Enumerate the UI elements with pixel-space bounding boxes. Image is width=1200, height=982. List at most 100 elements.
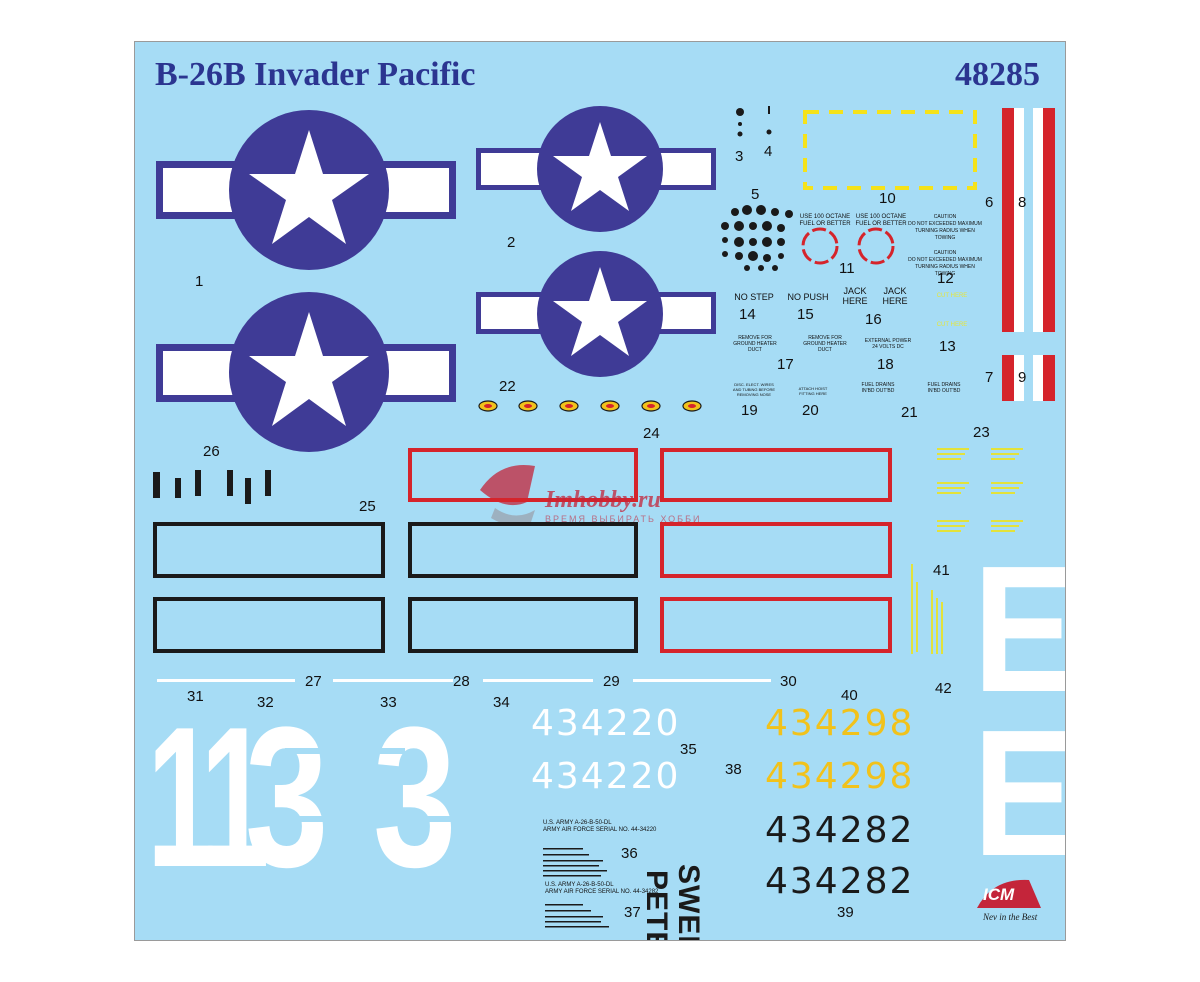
item-number-27: 27 [305,673,322,690]
stencil-disc-elect: DISC. ELECT. WIRES AND TUBING BEFORE REM… [732,382,776,397]
stencil-no-push: NO PUSH [787,292,829,302]
item-number-23: 23 [973,424,990,441]
red-stripes-6-8 [1002,108,1055,332]
stencil-no-step: NO STEP [734,292,774,302]
icm-logo-text: ICM [983,885,1015,904]
white-band-27b [333,679,453,682]
item-number-16: 16 [865,311,882,328]
red-stripes-7-9 [1002,355,1055,401]
sheet-code: 48285 [955,56,1040,93]
item-number-1: 1 [195,273,204,290]
serial-white-2: 434220 [531,756,681,797]
stencil-fuel-right: USE 100 OCTANE FUEL OR BETTER [855,214,907,227]
item-number-22: 22 [499,378,516,395]
red-frame-24b [660,448,892,502]
serial-yellow-1: 434298 [765,703,915,744]
roundel-1-bottom [156,292,456,452]
item-number-25: 25 [359,498,376,515]
oval-decals-22 [478,400,702,412]
icm-logo: ICM [973,874,1045,910]
white-band-28 [483,679,593,682]
red-rings-11 [801,227,895,265]
stencil-cut-here-1: CUT HERE [936,293,968,299]
item-number-9: 9 [1018,369,1027,386]
item-number-10: 10 [879,190,896,207]
yellow-vertical-stencils-41 [911,564,943,654]
item-number-21: 21 [901,404,918,421]
watermark-logo-icon [480,465,535,526]
stencil-remove-1: REMOVE FOR GROUND HEATER DUCT [733,335,777,353]
stencil-fuel-drains-1: FUEL DRAINS IN'BD OUT'BD [861,382,895,394]
black-frame-25d [408,597,638,653]
item-number-35: 35 [680,741,697,758]
item-number-12: 12 [937,270,954,287]
icm-logo-icon [977,879,1041,908]
item-number-30: 30 [780,673,797,690]
white-band-29 [633,679,771,682]
stencil-break-2 [285,816,525,822]
tail-number-3a: 3 [245,686,329,909]
data-stencil-lines [543,848,609,928]
serial-white-1: 434220 [531,703,681,744]
item-number-17: 17 [777,356,794,373]
item-number-5: 5 [751,186,760,203]
roundel-decals [153,106,1055,928]
red-frame-24d [660,597,892,653]
black-bars-26 [153,470,271,504]
red-frame-24c [660,522,892,578]
item-number-8: 8 [1018,194,1027,211]
data-block-36-line2: ARMY AIR FORCE SERIAL NO. 44-34220 [543,827,657,833]
stencil-fuel-left: USE 100 OCTANE FUEL OR BETTER [799,214,851,227]
stencil-remove-2: REMOVE FOR GROUND HEATER DUCT [803,335,847,353]
stencil-external-power: EXTERNAL POWER 24 VOLTS DC [864,338,912,350]
roundel-2-top [476,106,716,232]
small-markings-3-4 [736,106,772,137]
decal-sheet: B-26B Invader Pacific 48285 [134,41,1066,941]
letter-e-1: E [973,529,1066,730]
item-number-26: 26 [203,443,220,460]
item-number-33: 33 [380,694,397,711]
item-number-19: 19 [741,402,758,419]
item-number-41: 41 [933,562,950,579]
item-number-2: 2 [507,234,516,251]
item-number-18: 18 [877,356,894,373]
stencil-caution-1: CAUTION DO NOT EXCEEDED MAXIMUM TURNING … [908,214,982,241]
stencil-caution-2: CAUTION DO NOT EXCEEDED MAXIMUM TURNING … [908,250,982,277]
stencil-jack-2: JACK HERE [882,286,908,306]
stencil-attach-hoist: ATTACH HOIST FITTING HERE [798,386,828,396]
stencil-break-1 [285,748,405,754]
item-number-29: 29 [603,673,620,690]
item-number-3: 3 [735,148,744,165]
item-number-36: 36 [621,845,638,862]
letter-e-2: E [973,693,1066,894]
serial-yellow-2: 434298 [765,756,915,797]
tail-number-3b: 3 [373,686,457,909]
item-number-31: 31 [187,688,204,705]
yellow-brackets-10 [803,110,977,190]
item-number-4: 4 [764,143,773,160]
white-band-27 [157,679,295,682]
stencil-fuel-drains-2: FUEL DRAINS IN'BD OUT'BD [927,382,961,394]
item-number-39: 39 [837,904,854,921]
yellow-stencils-23 [937,448,1023,532]
roundel-1-top [156,110,456,270]
data-block-37-line2: ARMY AIR FORCE SERIAL NO. 44-34282 [545,889,659,895]
black-frame-25c [153,597,385,653]
item-number-34: 34 [493,694,510,711]
black-frame-25b [408,522,638,578]
stencil-jack-1: JACK HERE [842,286,868,306]
item-number-20: 20 [802,402,819,419]
nose-art-sweet: SWEET [672,864,705,941]
item-number-14: 14 [739,306,756,323]
data-block-36-line1: U.S. ARMY A-26-B-50-DL [543,820,612,826]
item-number-28: 28 [453,673,470,690]
watermark-subtext: ВРЕМЯ ВЫБИРАТЬ ХОББИ [545,514,702,524]
icm-tagline: Nev in the Best [983,912,1038,922]
serial-black-1: 434282 [765,810,915,851]
item-number-11: 11 [839,260,855,277]
serial-black-2: 434282 [765,861,915,902]
item-number-7: 7 [985,369,994,386]
item-number-32: 32 [257,694,274,711]
watermark-text: Imhobby.ru [545,487,661,513]
data-block-37-line1: U.S. ARMY A-26-B-50-DL [545,882,614,888]
